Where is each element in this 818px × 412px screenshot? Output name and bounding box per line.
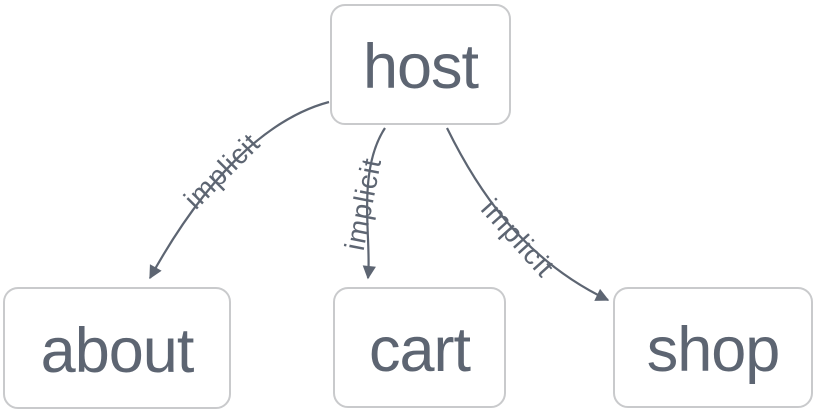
edges: implicit implicit implicit (149, 100, 610, 301)
edge-host-cart[interactable] (362, 127, 386, 280)
node-label-about: about (40, 315, 195, 386)
node-about[interactable]: about (3, 287, 231, 409)
edge-label-host-shop: implicit (475, 193, 561, 283)
edge-host-about[interactable] (149, 100, 330, 280)
edge-host-shop[interactable] (446, 127, 610, 301)
node-label-host: host (362, 32, 479, 102)
node-label-shop: shop (646, 315, 781, 385)
node-cart[interactable]: cart (333, 287, 506, 408)
edge-label-host-cart: implicit (339, 155, 387, 253)
node-label-cart: cart (368, 315, 471, 385)
edge-label-host-about: implicit (178, 127, 266, 215)
node-shop[interactable]: shop (613, 287, 813, 408)
node-host[interactable]: host (330, 4, 511, 125)
